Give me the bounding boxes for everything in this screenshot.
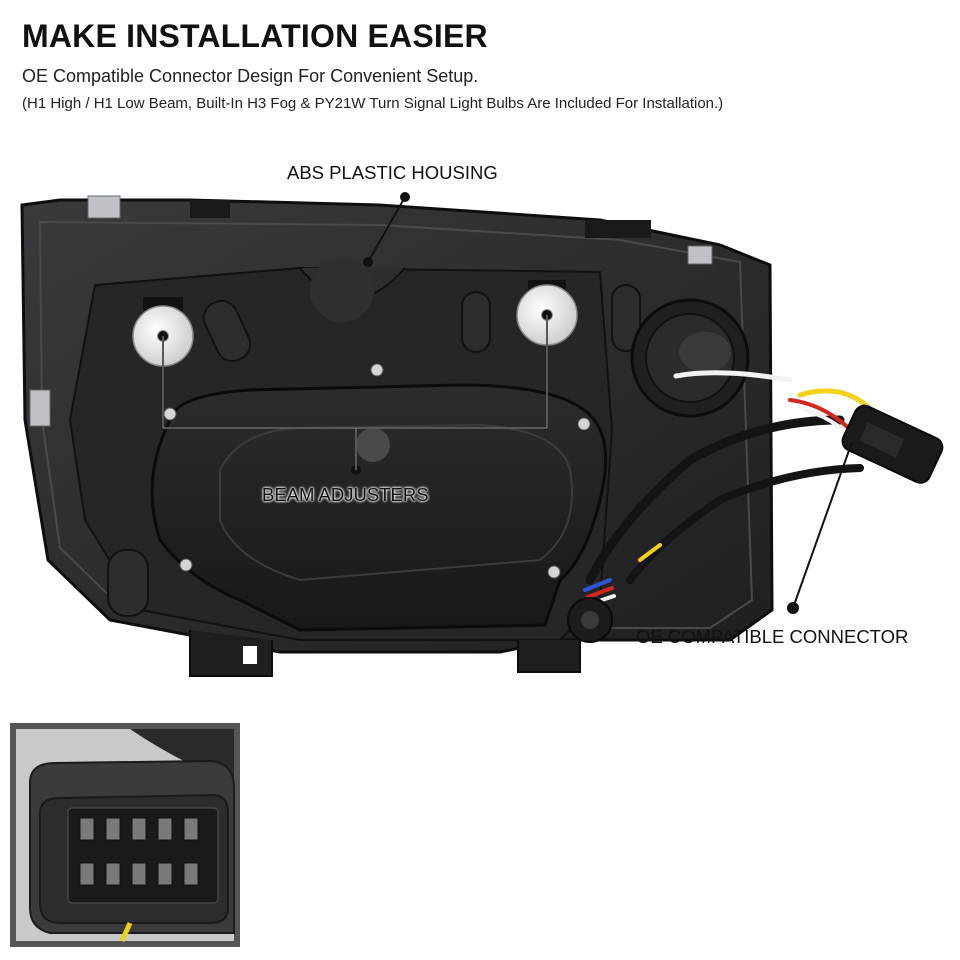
top-clip-left bbox=[87, 195, 121, 219]
left-clip bbox=[29, 389, 51, 427]
grommet-3 bbox=[611, 284, 641, 352]
inline-connector bbox=[567, 597, 613, 643]
lobe-dimple bbox=[310, 258, 374, 322]
screws bbox=[163, 363, 591, 579]
callout-beam-adjusters: BEAM ADJUSTERS bbox=[262, 484, 429, 505]
connector-pins bbox=[79, 817, 199, 886]
cover-inner bbox=[219, 423, 573, 582]
top-clip-mid bbox=[190, 200, 230, 218]
callout-oe-compatible-connector: OE COMPATIBLE CONNECTOR bbox=[636, 626, 909, 647]
connector-closeup-inset bbox=[10, 723, 240, 947]
mount-tab-left-hole bbox=[243, 646, 257, 664]
housing-rim bbox=[38, 220, 754, 638]
mount-tab-right bbox=[517, 640, 581, 673]
mount-tab-left bbox=[189, 630, 273, 677]
side-clip bbox=[687, 245, 713, 265]
subtitle: OE Compatible Connector Design For Conve… bbox=[22, 66, 479, 86]
page-title: MAKE INSTALLATION EASIER bbox=[22, 18, 488, 54]
connector-closeup-image bbox=[16, 729, 235, 943]
included-bulbs-note: (H1 High / H1 Low Beam, Built-In H3 Fog … bbox=[22, 95, 724, 112]
grommet-2 bbox=[461, 291, 491, 353]
harness-connector bbox=[841, 404, 944, 484]
callout-abs-plastic-housing: ABS PLASTIC HOUSING bbox=[287, 162, 498, 183]
bulb-socket bbox=[630, 298, 793, 418]
headlight-rear-illustration bbox=[20, 192, 944, 677]
grommet-4 bbox=[107, 549, 149, 617]
cover-cap bbox=[356, 428, 390, 462]
grommet-1 bbox=[202, 299, 252, 363]
top-clip-right bbox=[585, 220, 651, 238]
rear-access-cover bbox=[150, 383, 608, 632]
